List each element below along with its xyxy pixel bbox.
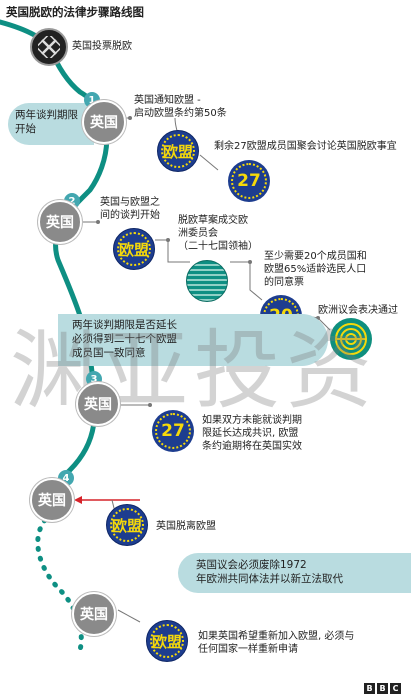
label-rejoin: 如果英国希望重新加入欧盟, 必须与 任何国家一样重新申请 [198,630,354,656]
eu-circle-2: 欧盟 [113,228,155,270]
label-qmv: 至少需要20个成员国和 欧盟65%适龄选民人口 的同意票 [264,250,367,289]
label-draft-line1: 脱欧草案成交欧 [178,215,248,226]
label-eu27-meet: 剩余27欧盟成员国聚会讨论英国脱欧事宜 [214,141,397,152]
label-qmv-line1: 至少需要20个成员国和 [264,251,367,262]
bbc-logo-b1: B [364,683,375,694]
box-extension-line1: 两年谈判期限是否延长 [72,319,177,331]
box-two-year-start: 两年谈判期限 开始 [8,103,94,145]
box-repeal-line2: 年欧洲共同体法并以新立法取代 [196,573,343,585]
uk-circle-4: 英国 [30,478,74,522]
bbc-logo-b2: B [377,683,388,694]
label-notify-line1: 英国通知欧盟 - [134,95,201,106]
label-ep-vote: 欧洲议会表决通过 [318,305,398,316]
label-qmv-line3: 的同意票 [264,277,304,288]
label-rejoin-line2: 任何国家一样重新申请 [198,644,298,655]
connector-eu27 [199,154,219,171]
label-uk-leaves: 英国脱离欧盟 [156,521,216,532]
box-two-year-line1: 两年谈判期限 [15,109,78,121]
label-draft: 脱欧草案成交欧 洲委员会 （二十七国领袖） [178,214,258,253]
european-council-icon [186,260,228,302]
dotted-route-line [35,517,84,653]
european-parliament-icon [330,318,372,360]
eu-circle-4: 欧盟 [146,620,188,662]
box-two-year-line2: 开始 [15,123,36,135]
label-negotiate: 英国与欧盟之 间的谈判开始 [100,196,160,222]
label-negotiate-line1: 英国与欧盟之 [100,197,160,208]
label-draft-line2: 洲委员会 [178,228,218,239]
label-no-deal-line3: 条约逾期将在英国实效 [202,441,302,452]
box-repeal-line1: 英国议会必须废除1972 [196,559,307,571]
label-notify: 英国通知欧盟 - 启动欧盟条约第50条 [134,94,227,120]
eu27-circle-2: 27 [152,410,194,452]
box-extension-line2: 必须得到二十七个欧盟 [72,333,177,345]
label-no-deal-line2: 限延长达成共识, 欧盟 [202,428,299,439]
label-negotiate-line2: 间的谈判开始 [100,210,160,221]
bbc-logo-c: C [390,683,401,694]
uk-circle-5: 英国 [72,592,116,636]
eu-circle-3: 欧盟 [106,504,148,546]
eu27-circle-1: 27 [228,160,270,202]
bbc-logo: B B C [364,683,401,694]
label-notify-line2: 启动欧盟条约第50条 [134,108,227,119]
uk-circle-1: 英国 [82,100,126,144]
label-qmv-line2: 欧盟65%适龄选民人口 [264,264,367,275]
connector-rejoin [117,609,141,623]
connector-draft [155,239,190,263]
label-draft-line3: （二十七国领袖） [178,241,258,252]
page-title: 英国脱欧的法律步骤路线图 [6,5,144,19]
label-no-deal: 如果双方未能就谈判期 限延长达成共识, 欧盟 条约逾期将在英国实效 [202,414,302,453]
box-extension-line3: 成员国一致同意 [72,347,146,359]
label-referendum: 英国投票脱欧 [72,41,132,52]
uk-circle-3: 英国 [76,382,120,426]
watermark: 渊亚投资 [10,321,378,421]
box-extension: 两年谈判期限是否延长 必须得到二十七个欧盟 成员国一致同意 [58,314,328,366]
leave-vote-icon [30,28,68,66]
connector-qmv [230,261,263,301]
label-rejoin-line1: 如果英国希望重新加入欧盟, 必须与 [198,631,355,642]
box-repeal: 英国议会必须废除1972 年欧洲共同体法并以新立法取代 [178,553,411,593]
label-no-deal-line1: 如果双方未能就谈判期 [202,415,302,426]
uk-circle-2: 英国 [38,200,82,244]
eu-circle-1: 欧盟 [157,130,199,172]
